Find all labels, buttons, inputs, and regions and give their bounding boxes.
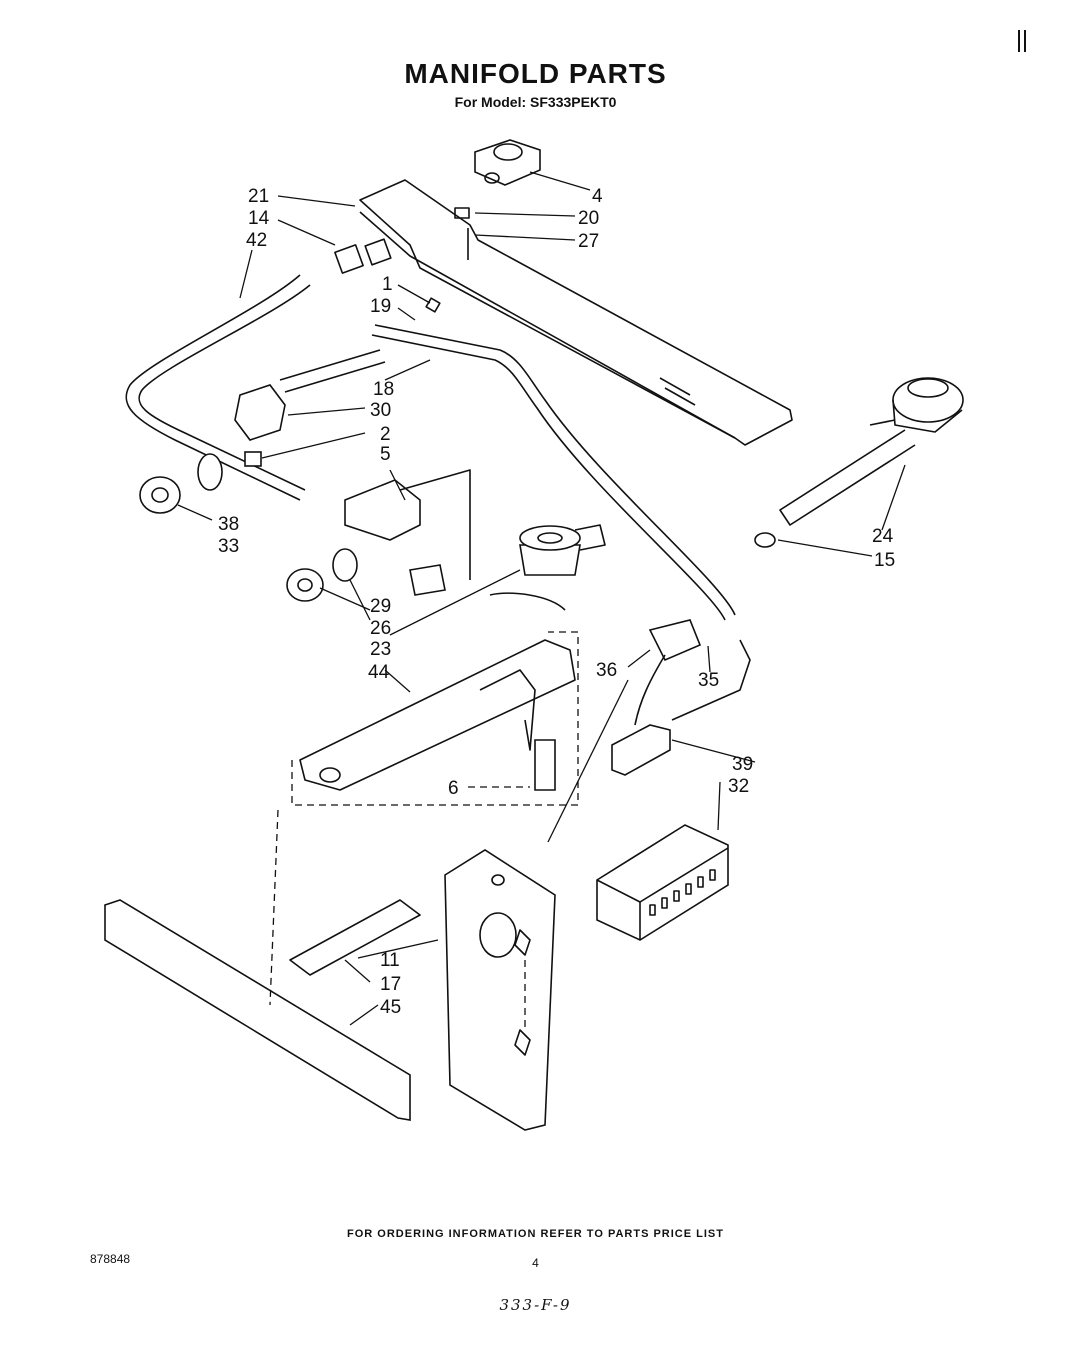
- callout-14: 14: [248, 208, 270, 229]
- part-trim-bar: [104, 899, 421, 1121]
- callout-32: 32: [728, 776, 749, 797]
- callout-23: 23: [370, 639, 391, 660]
- callout-5: 5: [380, 444, 391, 465]
- part-manifold-frame: [291, 631, 579, 806]
- callout-36: 36: [596, 660, 617, 681]
- page-number: 4: [532, 1256, 539, 1270]
- callout-15: 15: [874, 550, 895, 571]
- part-valves: [234, 384, 471, 596]
- callout-33: 33: [218, 536, 239, 557]
- callout-2: 2: [380, 424, 391, 445]
- document-number: 878848: [90, 1252, 131, 1266]
- callout-39: 39: [732, 754, 753, 775]
- callout-27: 27: [578, 231, 599, 252]
- callout-29: 29: [370, 596, 391, 617]
- part-burner-right: [754, 377, 964, 548]
- margin-mark: [1018, 30, 1026, 52]
- leader-lines: [177, 171, 906, 1026]
- handwritten-reference: 333-F-9: [499, 1296, 572, 1314]
- callout-18: 18: [373, 379, 394, 400]
- part-gas-tubes: [125, 274, 736, 621]
- callout-30: 30: [370, 400, 391, 421]
- callout-17: 17: [380, 974, 401, 995]
- part-top-bracket: [359, 179, 793, 446]
- callout-44: 44: [368, 662, 390, 683]
- part-side-panel: [444, 849, 556, 1131]
- part-valve-block: [474, 139, 541, 186]
- callout-42: 42: [246, 230, 267, 251]
- page-title: MANIFOLD PARTS: [404, 58, 667, 89]
- callout-26: 26: [370, 618, 391, 639]
- model-subtitle: For Model: SF333PEKT0: [454, 94, 617, 110]
- callout-35: 35: [698, 670, 719, 691]
- part-control-box: [596, 824, 729, 941]
- callout-19: 19: [370, 296, 391, 317]
- part-burner-left: [489, 524, 606, 611]
- callout-4: 4: [592, 186, 603, 207]
- callout-6: 6: [448, 778, 459, 799]
- part-thermostat-valve: [611, 619, 751, 776]
- callout-1: 1: [382, 274, 393, 295]
- ordering-note: FOR ORDERING INFORMATION REFER TO PARTS …: [347, 1228, 724, 1240]
- callout-labels: 21 14 42 4 20 27 1 19 18 30 2 5 38 33 29…: [218, 186, 895, 1018]
- part-knobs: [139, 453, 358, 602]
- callout-38: 38: [218, 514, 239, 535]
- callout-20: 20: [578, 208, 599, 229]
- callout-45: 45: [380, 997, 401, 1018]
- callout-21: 21: [248, 186, 269, 207]
- callout-24: 24: [872, 526, 894, 547]
- callout-11: 11: [380, 950, 400, 971]
